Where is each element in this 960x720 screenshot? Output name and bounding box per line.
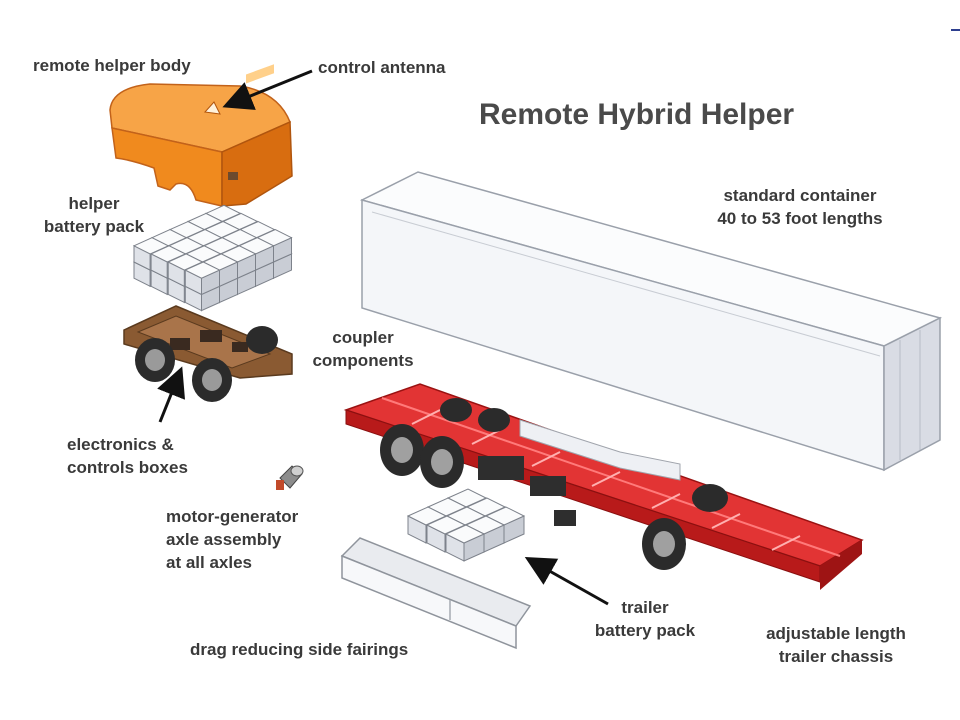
trailer-chassis xyxy=(343,383,864,590)
label-adjustable-chassis: adjustable length trailer chassis xyxy=(766,624,906,666)
label-remote-helper-body: remote helper body xyxy=(33,56,191,75)
helper-battery-pack xyxy=(132,204,293,312)
helper-body xyxy=(109,64,293,207)
motor-generator xyxy=(276,465,304,490)
label-helper-battery-pack: helper battery pack xyxy=(43,194,145,236)
helper-frame xyxy=(123,305,293,402)
label-standard-container: standard container 40 to 53 foot lengths xyxy=(717,186,883,228)
trailer-battery-pack xyxy=(406,488,526,562)
edge-mark xyxy=(951,29,960,31)
label-coupler-components: coupler components xyxy=(312,328,414,370)
label-trailer-battery-pack: trailer battery pack xyxy=(594,598,696,640)
battery-cell xyxy=(184,261,221,279)
diagram-title: Remote Hybrid Helper xyxy=(479,98,795,131)
label-motor-generator: motor-generator axle assembly at all axl… xyxy=(166,507,299,572)
label-electronics-controls-boxes: electronics & controls boxes xyxy=(67,435,188,477)
electronics-arrow xyxy=(157,366,186,423)
side-fairings xyxy=(340,537,532,650)
label-control-antenna: control antenna xyxy=(318,58,446,77)
antenna-arrow xyxy=(222,69,313,110)
label-side-fairings: drag reducing side fairings xyxy=(190,640,409,659)
battery-cell xyxy=(444,524,486,544)
standard-container xyxy=(359,171,943,472)
trailer-battery-arrow xyxy=(524,557,609,606)
